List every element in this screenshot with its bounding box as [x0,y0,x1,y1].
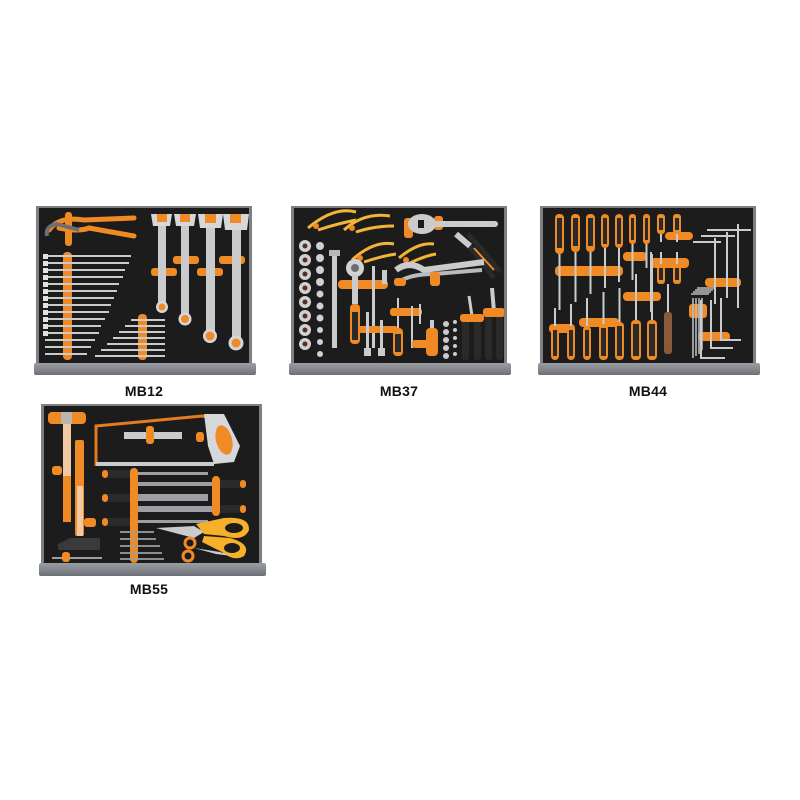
combination-wrenches-medium-icon [95,319,165,357]
stubby-screwdrivers-icon [657,252,681,284]
circlip-pliers-icon [307,209,437,266]
sockets-icon [299,240,324,357]
tray-foam [294,208,504,363]
slip-joint-pliers-icon [44,212,137,246]
tray-rail [34,363,256,375]
tray-foam [39,208,249,363]
tray-label: MB55 [129,581,169,597]
tray-label: MB12 [124,383,164,399]
extension-bar-icon [332,252,337,348]
t-handle-hex-keys-icon [693,224,751,359]
file-holder [130,468,138,563]
tray-rail [538,363,760,375]
tool-holder [338,280,388,289]
mb44-tools-illustration [549,214,751,360]
universal-joint-icon [382,270,387,284]
tray-mb37: MB37 [289,206,511,406]
combination-pliers-icon [483,287,504,360]
tray-label: MB37 [379,383,419,399]
voltage-tester-icon [664,284,672,354]
tray-label: MB44 [628,383,668,399]
punches-icon [120,531,164,560]
mb12-tools-illustration [43,212,249,360]
mallet-icon [75,440,84,536]
screwdrivers-bottom-row-icon [551,254,657,360]
cold-chisel-icon [58,538,100,550]
nut-driver-icon [366,312,369,352]
hacksaw-icon [94,414,240,466]
tray-rail [39,563,266,576]
locking-pliers-icon [394,259,485,286]
adjustable-wrench-icon [404,214,498,238]
combination-wrenches-small-icon [45,255,131,355]
soft-face-hammer-icon [48,412,86,522]
ratchet-icon [346,259,364,344]
tray-foam [543,208,753,363]
screwdrivers-top-row-icon [555,214,681,310]
mb37-tools-illustration [299,209,504,360]
bit-sockets-icon [443,320,457,359]
tray-mb12: MB12 [34,206,256,406]
combination-wrenches-large-icon [151,214,249,351]
tray-foam [44,406,259,563]
snips-icon [156,517,250,559]
diagonal-cutters-icon [454,231,502,280]
tray-rail [289,363,511,375]
long-nose-pliers-icon [460,295,484,360]
files-icon [102,470,246,526]
mb55-tools-illustration [48,412,250,563]
tray-mb44: MB44 [538,206,760,406]
scissors-icon [181,536,232,563]
tray-mb55: MB55 [39,404,266,604]
extension-bar-icon-2 [372,266,375,348]
